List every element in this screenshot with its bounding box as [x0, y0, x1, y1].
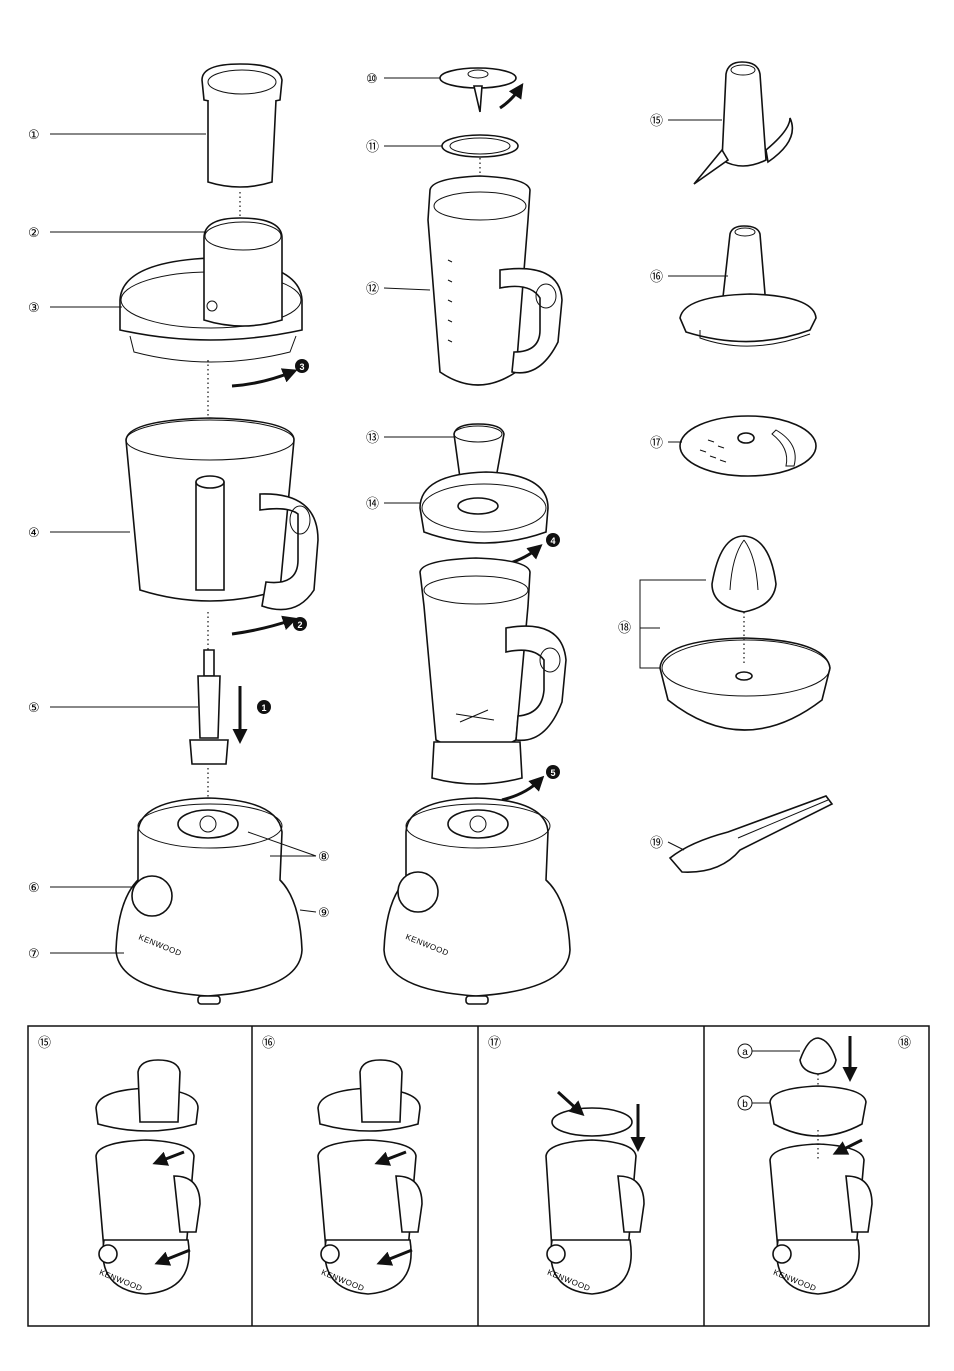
callout-3: ③: [28, 301, 40, 316]
accessories: [639, 61, 834, 873]
callout-18: ⑱: [618, 621, 631, 636]
bottom-panels: ⑮ ⑯ ⑰ ⑱ KENWOOD KENWOOD: [27, 1025, 930, 1327]
panel-15-illustration: KENWOOD: [95, 1059, 201, 1295]
svg-text:1: 1: [261, 703, 266, 713]
blade-assembly: [439, 67, 517, 113]
emulsifying-disc: [679, 225, 817, 347]
svg-text:5: 5: [550, 768, 555, 778]
panel-18-illustration: KENWOOD a b: [737, 1036, 873, 1295]
callout-9: ⑨: [318, 906, 330, 921]
spatula: [668, 795, 834, 873]
callout-labels: ① ② ③ ④ ⑤ ⑥ ⑦ ⑧ ⑨ ⑩ ⑪ ⑫ ⑬ ⑭ ⑮ ⑯ ⑰ ⑱ ⑲: [28, 72, 663, 962]
callout-19: ⑲: [650, 836, 663, 851]
callout-14: ⑭: [366, 497, 379, 512]
callout-11: ⑪: [366, 140, 379, 155]
panel-18-sub-b: b: [742, 1099, 748, 1110]
callout-5: ⑤: [28, 701, 40, 716]
lid-with-feed-tube: [119, 217, 303, 363]
panel-16-illustration: KENWOOD: [317, 1059, 423, 1295]
callout-7: ⑦: [28, 947, 40, 962]
slicing-grating-disc: [679, 415, 817, 477]
knife-blade: [693, 61, 794, 185]
step-badge-5: 5: [546, 765, 560, 779]
step-badge-4: 4: [546, 533, 560, 547]
svg-text:2: 2: [297, 620, 302, 630]
callout-12: ⑫: [366, 282, 379, 297]
panel-label-18: ⑱: [898, 1036, 911, 1051]
callout-4: ④: [28, 526, 40, 541]
pusher: [201, 63, 283, 188]
callout-13: ⑬: [366, 431, 379, 446]
callout-6: ⑥: [28, 881, 40, 896]
step-badge-3: 3: [295, 359, 309, 373]
callout-16: ⑯: [650, 270, 663, 285]
panel-label-17: ⑰: [488, 1036, 501, 1051]
blender-goblet: [427, 175, 563, 386]
panel-17-illustration: KENWOOD: [545, 1090, 646, 1295]
svg-text:3: 3: [299, 362, 304, 372]
leader-lines: [50, 77, 728, 954]
panel-label-15: ⑮: [38, 1036, 51, 1051]
callout-8: ⑧: [318, 850, 330, 865]
panel-18-sub-a: a: [742, 1047, 748, 1058]
callout-17: ⑰: [650, 436, 663, 451]
step-badge-1: 1: [257, 700, 271, 714]
callout-10: ⑩: [366, 72, 378, 87]
svg-text:4: 4: [550, 536, 555, 546]
step-badges: 1 2 3 4 5: [257, 359, 560, 779]
panel-label-16: ⑯: [262, 1036, 275, 1051]
bowl: [125, 417, 319, 611]
blender-exploded: KENWOOD: [383, 67, 571, 1005]
motor-base-blender: KENWOOD: [383, 797, 571, 1005]
step-badge-2: 2: [293, 617, 307, 631]
citrus-press: [639, 535, 831, 731]
drive-shaft: [189, 649, 229, 765]
food-processor-exploded: KENWOOD: [115, 63, 319, 1005]
callout-2: ②: [28, 226, 40, 241]
motor-base: KENWOOD: [115, 797, 303, 1005]
blender-goblet-assembled: [419, 557, 567, 785]
callout-1: ①: [28, 128, 40, 143]
callout-15: ⑮: [650, 114, 663, 129]
filler-cap-and-lid: [419, 423, 549, 544]
